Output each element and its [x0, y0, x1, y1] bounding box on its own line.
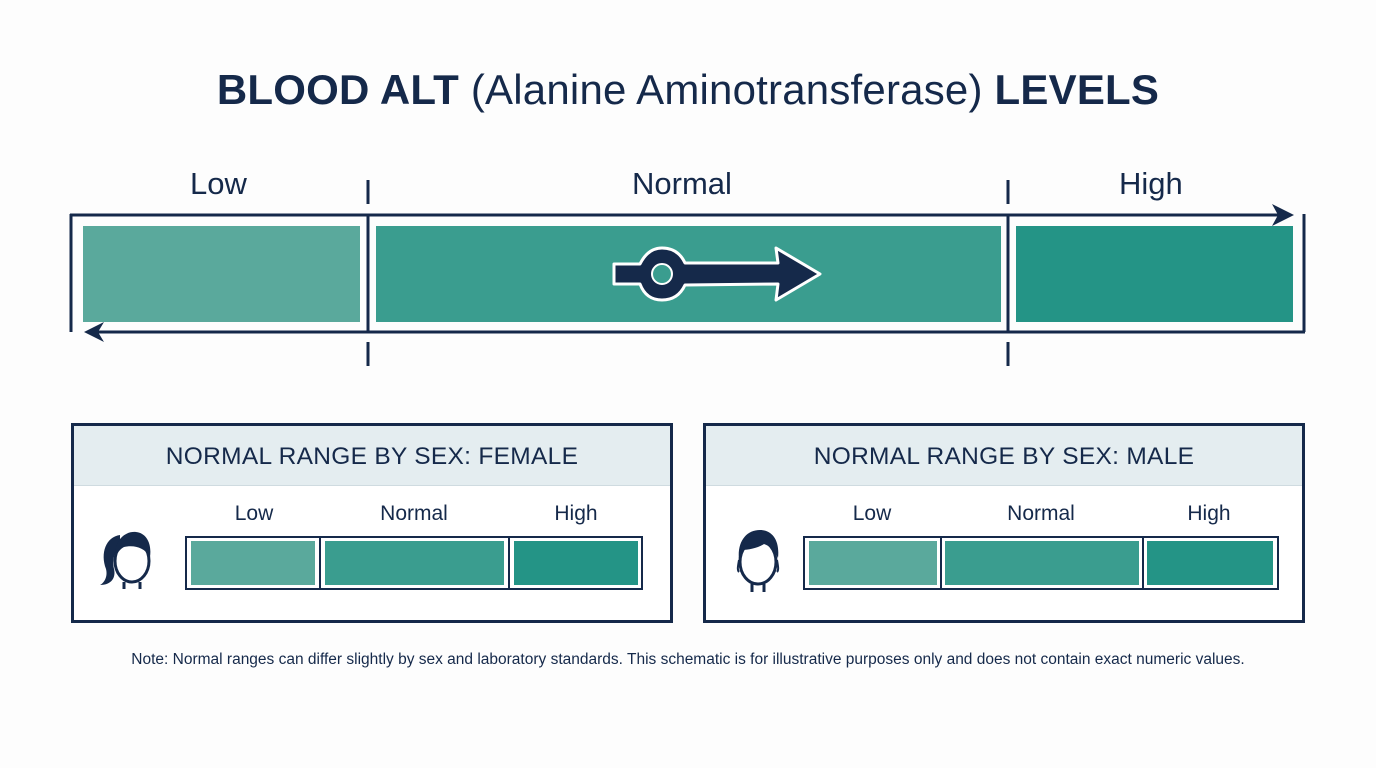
female-label-low: Low — [234, 502, 274, 525]
male-range-panel: NORMAL RANGE BY SEX: MALE Low Normal Hig… — [703, 423, 1305, 623]
scale-label-high: High — [1119, 166, 1183, 201]
female-segment-high — [514, 541, 638, 585]
male-divider-2 — [1142, 538, 1144, 588]
male-panel-heading: NORMAL RANGE BY SEX: MALE — [706, 426, 1302, 486]
male-range-bar — [803, 536, 1279, 590]
male-label-normal: Normal — [1007, 502, 1075, 525]
male-head-icon — [736, 530, 780, 592]
female-panel-heading: NORMAL RANGE BY SEX: FEMALE — [74, 426, 670, 486]
female-divider-1 — [319, 538, 321, 588]
male-segment-low — [809, 541, 937, 585]
female-head-icon — [100, 531, 151, 589]
female-label-high: High — [554, 502, 598, 525]
level-pointer-icon — [612, 246, 822, 302]
female-range-bar — [185, 536, 643, 590]
male-segment-high — [1147, 541, 1273, 585]
title-regular-middle: (Alanine Aminotransferase) — [470, 66, 983, 113]
scale-segment-low — [83, 226, 360, 322]
title-bold-end: LEVELS — [994, 66, 1160, 113]
male-label-low: Low — [852, 502, 892, 525]
scale-segment-high — [1016, 226, 1293, 322]
page-title: BLOOD ALT (Alanine Aminotransferase) LEV… — [0, 64, 1376, 116]
title-bold-start: BLOOD ALT — [216, 66, 459, 113]
male-segment-normal — [945, 541, 1139, 585]
male-divider-1 — [940, 538, 942, 588]
female-divider-2 — [508, 538, 510, 588]
female-label-normal: Normal — [380, 502, 448, 525]
scale-label-low: Low — [190, 166, 247, 201]
male-label-high: High — [1187, 502, 1231, 525]
female-range-panel: NORMAL RANGE BY SEX: FEMALE Low Normal H… — [71, 423, 673, 623]
female-segment-normal — [325, 541, 504, 585]
scale-outline — [69, 180, 1306, 366]
female-segment-low — [191, 541, 315, 585]
footnote: Note: Normal ranges can differ slightly … — [131, 651, 1245, 668]
scale-label-normal: Normal — [632, 166, 732, 201]
